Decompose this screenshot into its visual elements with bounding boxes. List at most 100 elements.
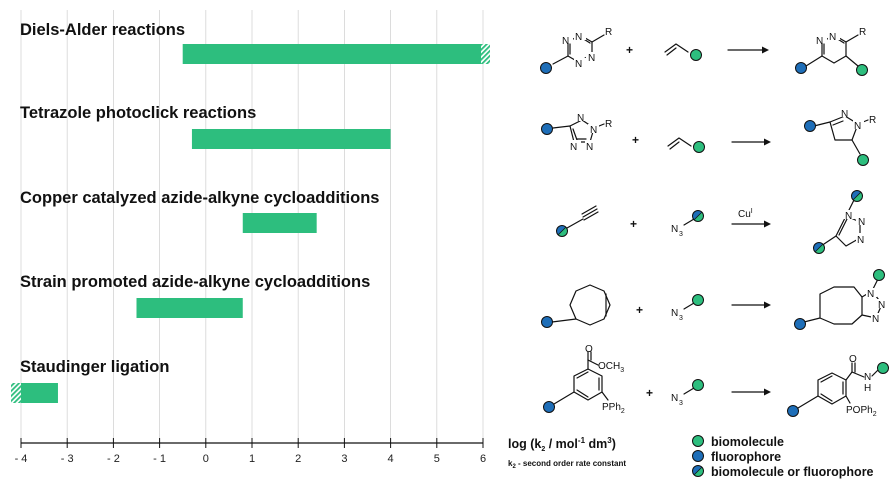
category-label: Staudinger ligation xyxy=(20,358,169,376)
svg-text:H: H xyxy=(864,383,871,394)
plus-sign: + xyxy=(632,133,639,147)
biomolecule-or-fluorophore-icon xyxy=(851,190,863,202)
x-tick-label: 3 xyxy=(341,453,347,465)
reaction-arrow: CuI xyxy=(731,208,771,228)
svg-text:N: N xyxy=(841,109,848,120)
chart-bars xyxy=(11,44,490,403)
x-axis-title: log (k2 / mol-1 dm3) xyxy=(508,436,616,453)
fluorophore-icon xyxy=(787,405,799,417)
dihydropyridazine-product: N N R xyxy=(795,27,868,76)
x-tick-label: 6 xyxy=(480,453,486,465)
tetrazole-reactant: N N N N R xyxy=(541,112,612,153)
category-label: Copper catalyzed azide-alkyne cycloaddit… xyxy=(20,189,379,207)
fluorophore-icon xyxy=(541,123,553,135)
svg-text:N: N xyxy=(867,289,874,300)
x-tick-label: - 3 xyxy=(61,453,74,465)
x-tick-label: 5 xyxy=(434,453,440,465)
x-tick-label: 1 xyxy=(249,453,255,465)
plus-sign: + xyxy=(630,217,637,231)
svg-text:3: 3 xyxy=(679,315,683,322)
svg-text:3: 3 xyxy=(679,400,683,407)
fluorophore-icon xyxy=(543,401,555,413)
reaction-arrow xyxy=(731,388,771,396)
scheme-staudinger: O OCH3 PPh2 + N 3 O N xyxy=(543,344,889,418)
rate-constant-note: k2 - second order rate constant xyxy=(508,459,626,470)
triazole-product: N N N xyxy=(794,269,888,330)
fluorophore-icon xyxy=(804,120,816,132)
svg-text:N: N xyxy=(588,53,595,64)
svg-text:R: R xyxy=(869,115,876,126)
alkene-reactant xyxy=(667,137,705,153)
legend-fluorophore-marker xyxy=(692,450,704,462)
azide-reactant: N 3 xyxy=(671,379,704,407)
svg-text:R: R xyxy=(605,119,612,130)
svg-text:N: N xyxy=(854,121,861,132)
triazole-product: N N N xyxy=(813,190,867,254)
x-tick-label: 0 xyxy=(203,453,209,465)
copper-catalyst-label: CuI xyxy=(738,208,753,220)
alkyne-reactant xyxy=(556,205,599,237)
reaction-arrow xyxy=(727,46,769,54)
fluorophore-icon xyxy=(794,318,806,330)
svg-text:N: N xyxy=(858,217,865,228)
svg-text:N: N xyxy=(577,113,584,124)
biomolecule-icon xyxy=(857,154,869,166)
svg-text:N: N xyxy=(829,32,836,43)
alkene-reactant xyxy=(664,43,702,61)
range-bar xyxy=(21,383,58,403)
svg-text:R: R xyxy=(859,27,866,38)
x-tick-label: 2 xyxy=(295,453,301,465)
legend-either-marker xyxy=(692,465,704,477)
scheme-tetrazole-photoclick: N N N N R + N N xyxy=(541,108,876,166)
svg-text:N: N xyxy=(562,36,569,47)
plus-sign: + xyxy=(636,303,643,317)
svg-text:N: N xyxy=(864,372,871,383)
svg-text:PPh2: PPh2 xyxy=(602,402,625,415)
legend-biomolecule-marker xyxy=(692,435,704,447)
phosphine-ester-reactant: O OCH3 PPh2 xyxy=(543,344,625,415)
azide-reactant: N 3 xyxy=(671,294,704,322)
svg-text:O: O xyxy=(585,344,593,355)
x-tick-label: 4 xyxy=(388,453,394,465)
svg-text:N: N xyxy=(570,142,577,153)
cyclooctyne-reactant xyxy=(541,284,611,328)
biomolecule-or-fluorophore-icon xyxy=(692,210,704,222)
svg-text:N: N xyxy=(586,142,593,153)
scheme-spaac: + N 3 N N N xyxy=(541,269,888,330)
biomolecule-or-fluorophore-icon xyxy=(556,225,568,237)
range-bar xyxy=(136,298,243,318)
range-extension-hatch xyxy=(11,383,21,403)
category-label: Diels-Alder reactions xyxy=(20,21,185,39)
category-label: Strain promoted azide-alkyne cycloadditi… xyxy=(20,273,370,291)
reaction-arrow xyxy=(731,301,771,309)
svg-text:R: R xyxy=(605,27,612,38)
legend: biomolecule fluorophore biomolecule or f… xyxy=(692,435,874,479)
plus-sign: + xyxy=(646,386,653,400)
svg-text:N: N xyxy=(575,59,582,70)
x-tick-label: - 1 xyxy=(153,453,166,465)
svg-text:N: N xyxy=(872,314,879,325)
reaction-arrow xyxy=(731,138,771,146)
biomolecule-or-fluorophore-icon xyxy=(813,242,825,254)
range-extension-hatch xyxy=(481,44,490,64)
svg-text:N: N xyxy=(671,393,678,404)
svg-text:N: N xyxy=(671,308,678,319)
category-label: Tetrazole photoclick reactions xyxy=(20,104,256,122)
biomolecule-icon xyxy=(690,49,702,61)
fluorophore-icon xyxy=(540,62,552,74)
scheme-cuaac: + N 3 CuI N N N xyxy=(556,190,867,254)
svg-text:N: N xyxy=(671,224,678,235)
svg-text:N: N xyxy=(816,36,823,47)
biomolecule-icon xyxy=(693,141,705,153)
biomolecule-icon xyxy=(856,64,868,76)
range-bar xyxy=(182,44,483,64)
fluorophore-icon xyxy=(541,316,553,328)
fluorophore-icon xyxy=(795,62,807,74)
svg-text:POPh2: POPh2 xyxy=(846,405,877,418)
biomolecule-icon xyxy=(692,379,704,391)
legend-biomolecule-label: biomolecule xyxy=(711,435,784,449)
svg-text:N: N xyxy=(590,125,597,136)
